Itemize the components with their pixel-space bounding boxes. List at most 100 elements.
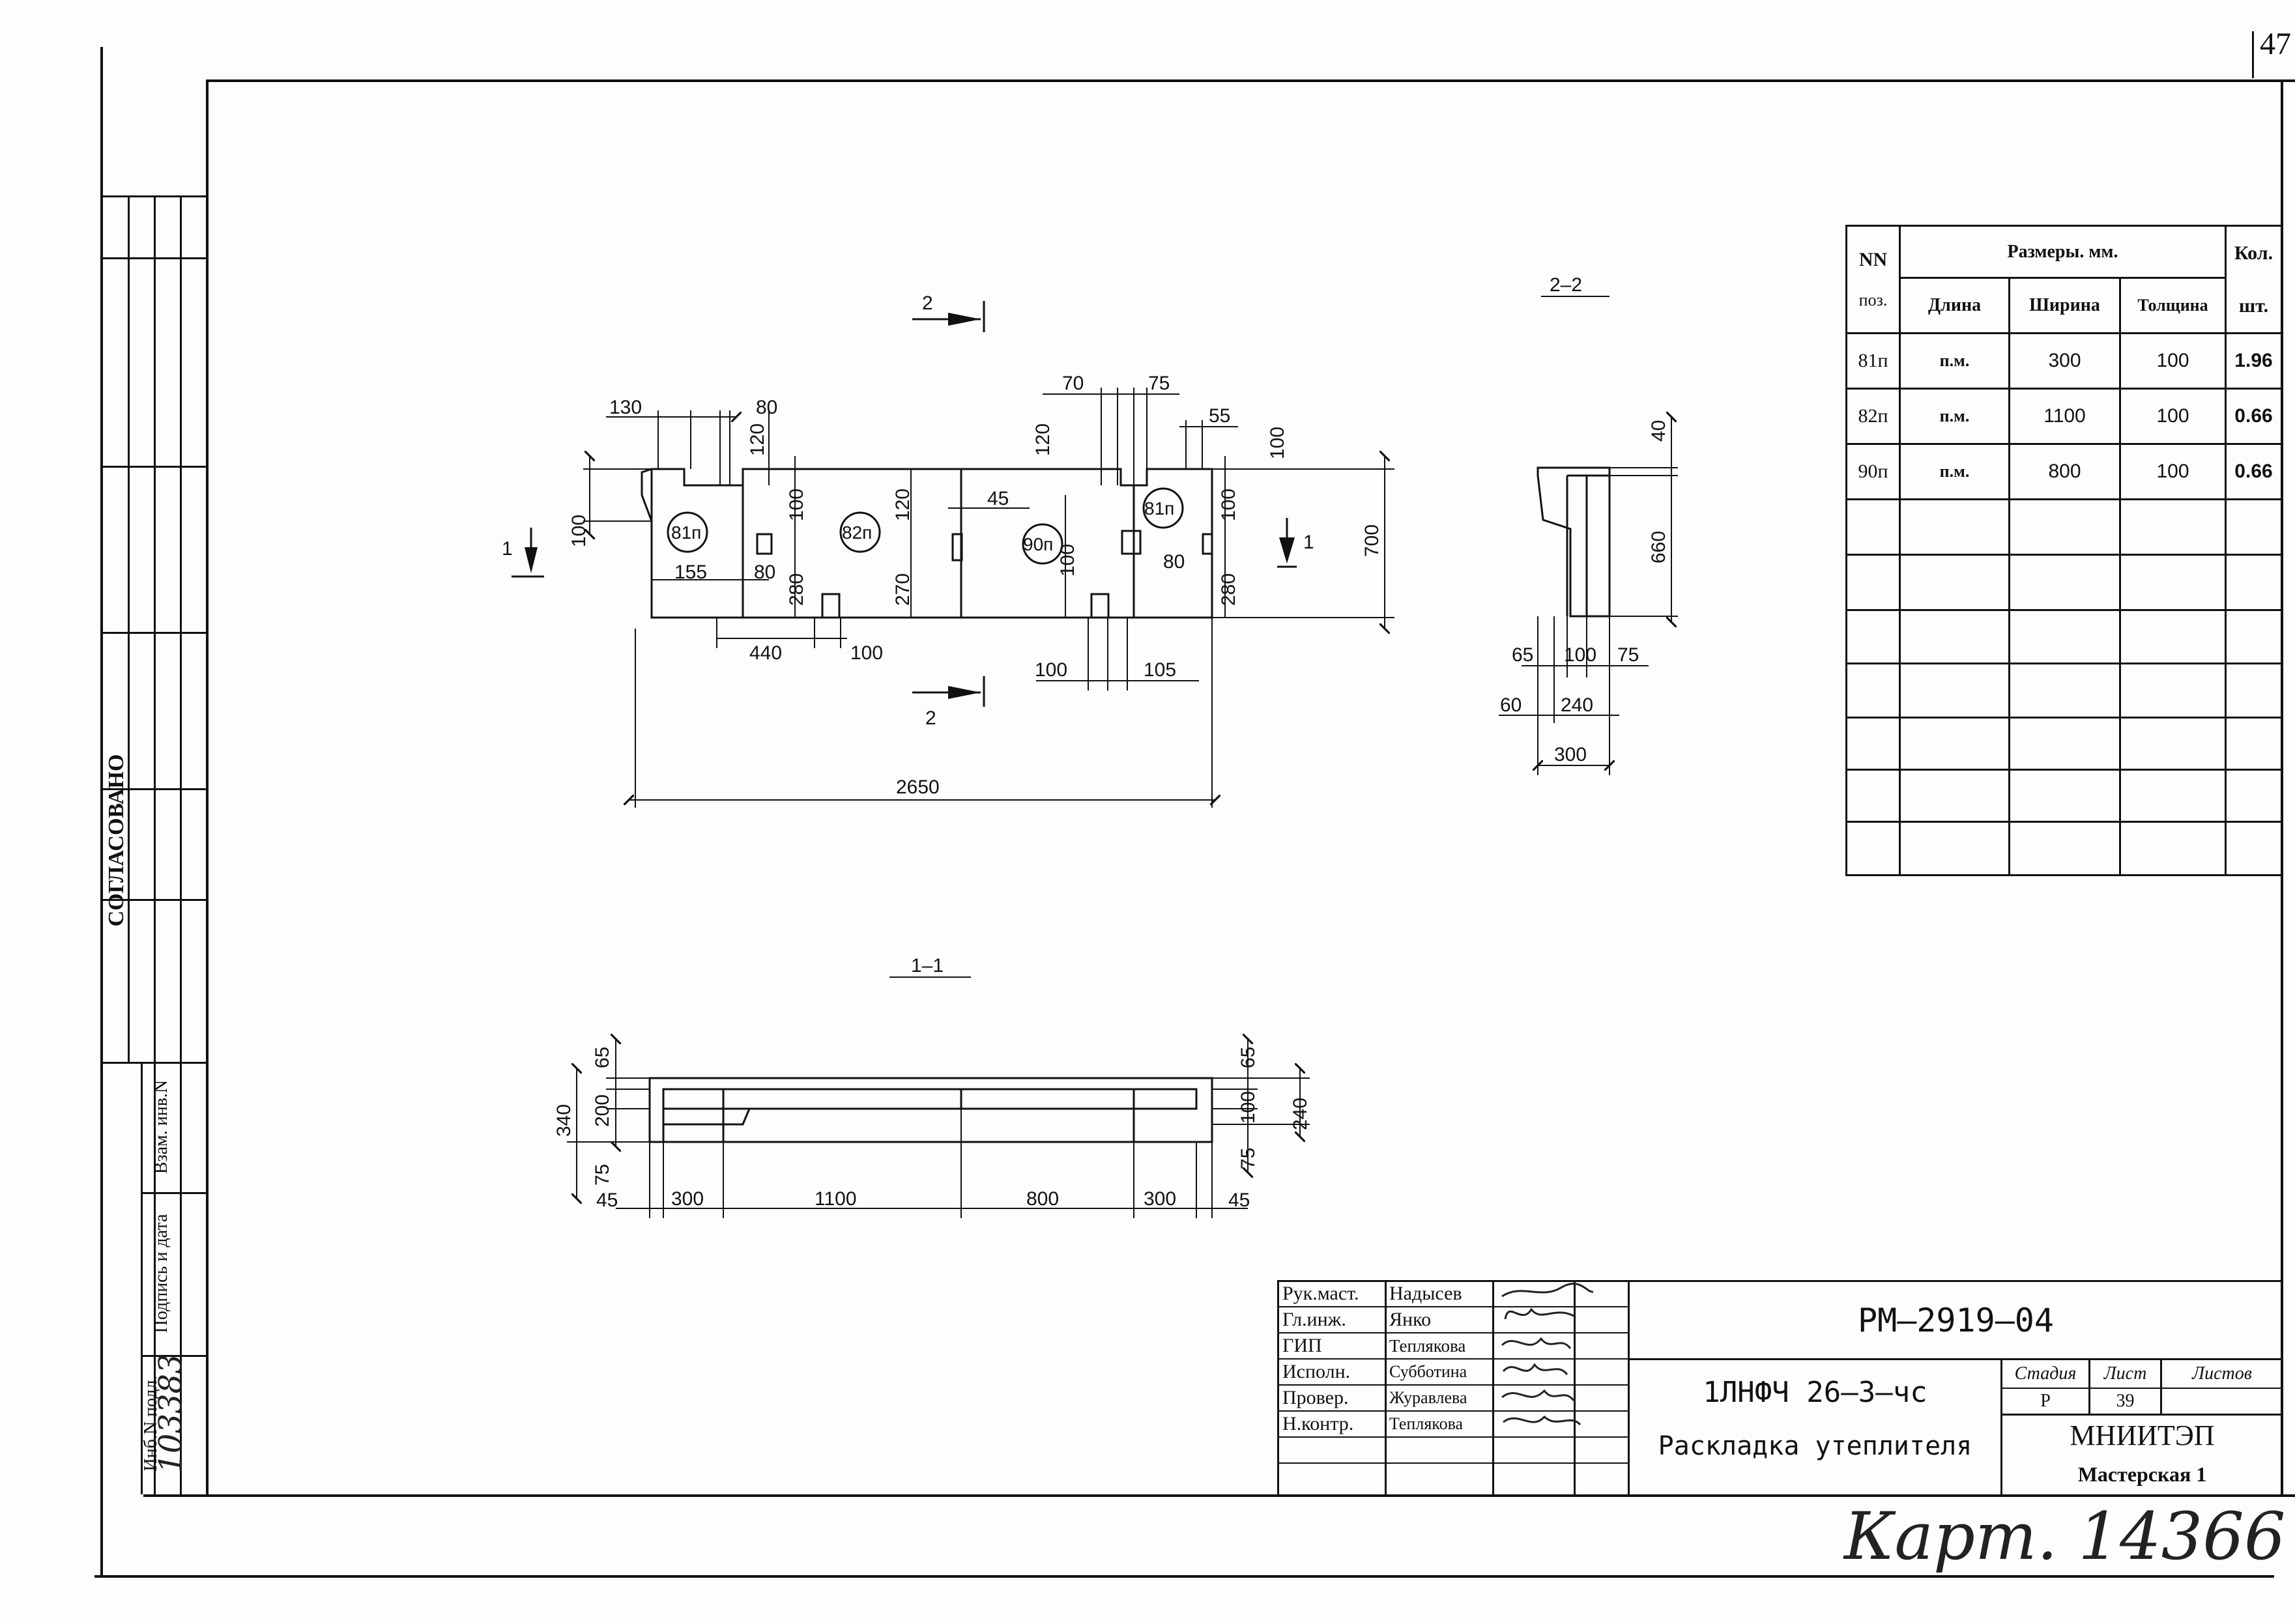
strip-col-1 [128, 195, 130, 1062]
sec11-dim-200: 200 [592, 1094, 613, 1127]
plan-hole-1 [756, 533, 773, 555]
spec-width: 800 [2048, 461, 2081, 482]
staff-role-1: Гл.инж. [1282, 1309, 1346, 1330]
sheets-value [2162, 1389, 2282, 1414]
sec11-dim-100r: 100 [1237, 1091, 1259, 1124]
plan-hole-2 [821, 593, 841, 619]
spec-col-pos-l2: поз. [1858, 291, 1888, 309]
sec22-title: 2–2 [1550, 274, 1582, 296]
staff-role-2: ГИП [1282, 1335, 1322, 1356]
dim-120a: 120 [747, 423, 768, 456]
stage-label: Стадия [2014, 1363, 2077, 1384]
spec-col-qty-header: Кол. шт. [2227, 227, 2281, 332]
spec-col-pos-l1: NN [1858, 249, 1888, 270]
sec11-dim-75r: 75 [1237, 1148, 1259, 1169]
spec-qty: 0.66 [2234, 405, 2273, 427]
staff-role-5: Н.контр. [1282, 1413, 1354, 1434]
arrow-head [525, 547, 538, 573]
dim-100e: 100 [850, 642, 883, 664]
sheet-label: Лист [2103, 1363, 2147, 1384]
strip-h8 [141, 1355, 208, 1357]
spec-thick: 100 [2156, 405, 2189, 427]
frame-bottom [143, 1494, 2295, 1497]
tag-81-left: 81п [671, 522, 701, 543]
spec-pos: 90п [1858, 461, 1888, 482]
spec-col-width: Ширина [2029, 295, 2100, 315]
staff-name-1: Янко [1389, 1309, 1432, 1330]
workshop-name: Мастерская 1 [2077, 1462, 2207, 1486]
spec-table: NN поз. Размеры. мм. Длина Ширина Толщин… [1845, 225, 2281, 876]
dim-100-left: 100 [568, 515, 590, 547]
dim-100c: 100 [1057, 544, 1078, 577]
sec11-dim-65r: 65 [1237, 1047, 1259, 1068]
arrow-head [948, 686, 981, 699]
sheets-label: Листов [2192, 1363, 2252, 1384]
dim-120c: 120 [892, 489, 914, 521]
spec-width: 1100 [2043, 405, 2086, 427]
strip-top [100, 195, 208, 197]
sec22-dim-75: 75 [1617, 644, 1639, 666]
strip-h3 [100, 632, 208, 634]
sec22-dim-60: 60 [1500, 694, 1522, 716]
staff-name-4: Журавлева [1389, 1388, 1467, 1407]
sec11-outline [648, 1077, 1213, 1143]
dim-100b: 100 [786, 489, 807, 521]
sec11-inner-top [662, 1088, 1198, 1110]
dim-270: 270 [892, 573, 914, 606]
dim-55: 55 [1209, 405, 1230, 427]
plan-tag-circle-4 [1142, 487, 1184, 529]
spec-length: п.м. [1939, 351, 1970, 370]
sec11-dim-300b: 300 [1144, 1188, 1176, 1210]
dim-100d: 100 [1218, 489, 1239, 521]
sec22-dim-300: 300 [1554, 744, 1587, 765]
dim-45: 45 [987, 488, 1009, 509]
dim-440: 440 [749, 642, 782, 664]
staff-role-4: Провер. [1282, 1387, 1349, 1408]
sec22-dim-240: 240 [1561, 694, 1593, 716]
signatures [1501, 1283, 1594, 1426]
title-block: Рук.маст. Надысев Гл.инж. Янко ГИП Тепля… [1277, 1280, 2282, 1496]
staff-name-3: Субботина [1389, 1362, 1467, 1381]
sec11-dim-800: 800 [1026, 1188, 1059, 1210]
dim-80a: 80 [756, 397, 777, 418]
sec22-dim-40: 40 [1648, 420, 1669, 442]
strip-h4 [100, 788, 208, 790]
sec11-dim-1100: 1100 [815, 1188, 857, 1210]
dim-80c: 80 [1163, 551, 1185, 573]
dim-120b: 120 [1032, 423, 1054, 456]
doc-code: РМ–2919–04 [1857, 1301, 2055, 1339]
plan-tag-circle-2 [839, 511, 881, 553]
signature-3 [1502, 1363, 1568, 1375]
plan-mark-1-right: 1 [1303, 532, 1314, 553]
signature-4 [1501, 1389, 1575, 1401]
dim-2650: 2650 [896, 776, 940, 798]
spec-group-header: Размеры. мм. [2007, 241, 2118, 262]
dim-70: 70 [1062, 373, 1084, 394]
signature-5 [1503, 1415, 1581, 1426]
staff-name-0: Надысев [1389, 1283, 1462, 1304]
arrow-head [1279, 537, 1295, 563]
dim-75a: 75 [1148, 373, 1170, 394]
plan-mark-2-top: 2 [922, 292, 933, 314]
sec11-dim-45a: 45 [596, 1190, 618, 1211]
dim-100f: 100 [1035, 659, 1067, 681]
sec11-dim-300a: 300 [671, 1188, 704, 1210]
dim-700: 700 [1361, 524, 1383, 557]
plan-tag-circle-3 [1022, 523, 1063, 565]
sec22-dim-65: 65 [1512, 644, 1533, 666]
sec11-chamfer [663, 1108, 751, 1126]
spec-thick: 100 [2156, 350, 2189, 371]
spec-col-length: Длина [1927, 295, 1982, 315]
staff-name-5: Теплякова [1389, 1414, 1464, 1433]
spec-pos: 82п [1858, 405, 1888, 427]
strip-col-3 [180, 195, 182, 1494]
strip-h2 [100, 466, 208, 468]
frame-top [207, 79, 2295, 82]
stage-value: Р [2040, 1391, 2051, 1411]
plan-hole-6 [1202, 533, 1213, 555]
plan-outline [650, 468, 1213, 619]
strip-left-line [100, 195, 102, 1494]
sec11-title: 1–1 [911, 955, 944, 976]
dim-100a: 100 [1267, 427, 1288, 459]
plan-left-notch [641, 468, 653, 522]
